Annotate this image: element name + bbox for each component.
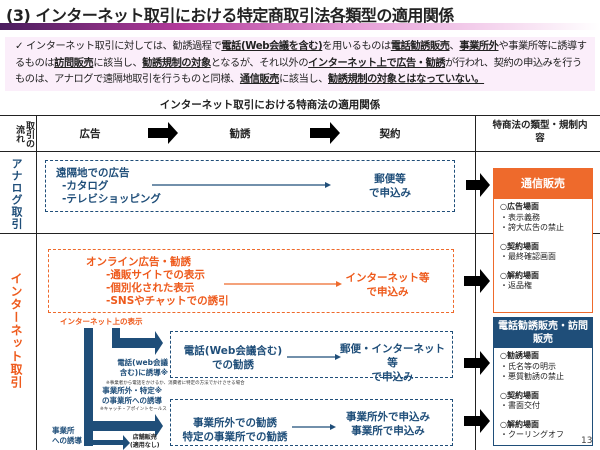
thick-guide-arrows [84,328,163,450]
office-box [170,399,453,446]
emphasis-text: 勧誘規制の対象とはなっていない。 [328,74,485,85]
to-phone-visit-arrow-icon [464,409,490,433]
header-type: 特商法の類型・規制内容 [492,120,588,144]
description-text: に該当し、 [93,57,143,69]
page-number: 13 [581,436,593,446]
section-heading: ○契約場面 [500,390,539,400]
section-item: ・悪質勧誘の禁止 [500,372,564,381]
mail-order-sections: ○広告場面・表示義務・誇大広告の禁止 ○契約場面・最終確認画面 ○解約場面・返品権 [494,199,592,295]
emphasis-text: 勧誘規制の対象 [142,57,211,69]
to-phone-visit-arrow-icon [464,351,490,375]
phone-visit-panel: 電話勧誘販売・訪問販売 ○勧誘場面・氏名等の明示・悪質勧誘の禁止 ○契約場面・書面… [493,317,593,446]
emphasis-text: 訪問販売 [54,57,94,69]
online-apply: インターネット等で申込み [345,272,430,298]
emphasis-text: 通信販売 [239,74,280,85]
description-text: や事業所等に誘導するものは [15,41,587,69]
online-box [48,249,454,313]
to-mail-order-arrow-icon [464,269,490,293]
description-text: となるが、それ以外の [210,57,309,69]
section-heading: ○解約場面 [500,419,539,429]
description-text: を用いるものは [322,41,391,52]
section-item: ・最終確認画面 [500,252,556,261]
header-ad: 広告 [79,128,101,140]
section-heading: ○勧誘場面 [500,351,539,360]
analog-apply: 郵便等で申込み [369,173,411,199]
office-solicit: 事業所外での勧誘特定の事業所での勧誘 [182,417,288,443]
header-arrow-icon [310,122,340,144]
description-text: が行われ、契約の申込みを行うものは、アナログで遠隔地取引を行うものと同様、 [15,57,582,86]
description-box: ✓インターネット取引に対しては、勧誘過程で電話(Web会議を含む)を用いるものは… [5,37,595,91]
to-mail-order-arrow-icon [466,173,490,197]
flow-arrows [148,122,490,433]
phone-visit-title: 電話勧誘販売・訪問販売 [494,318,592,348]
divider [0,151,600,152]
thin-arrows [152,182,342,430]
analog-ad: 遠隔地での広告 -カタログ -テレビショッピング [56,167,161,205]
analog-box [45,160,455,212]
phone-visit-sections: ○勧誘場面・氏名等の明示・悪質勧誘の禁止 ○契約場面・書面交付 ○解約場面・クーリン… [494,348,592,444]
analog-label: アナログ取引 [10,158,23,230]
phone-solicit: 電話(Web会議含む)での勧誘 [183,345,283,371]
online-ad: オンライン広告・勧誘 -通販サイトでの表示 -個別化された表示 -SNSやチャッ… [86,256,229,307]
emphasis-text: 事業所外 [459,41,499,52]
divider [36,115,37,450]
office-apply: 事業所外で申込み事業所で申込み [346,411,430,437]
internet-label: インターネット取引 [9,272,23,389]
check-icon: ✓ [15,41,24,52]
emphasis-text: 電話(Web会議を含む) [221,41,323,52]
diagram-subtitle: インターネット取引における特商法の適用関係 [159,99,381,111]
divider [0,115,600,116]
mail-order-title: 通信販売 [494,169,592,199]
header-solicit: 勧誘 [229,128,251,140]
section-heading: ○契約場面 [500,241,539,251]
phone-note: ※事業者から電話をかけるか、消費者に特定の方法でかけさせる場合 [106,381,245,386]
emphasis-text: 電話勧誘販売 [390,41,450,52]
phone-guide: 電話(web会議含む)に誘導※ [117,358,168,377]
header-flow: 取引の流れ [14,120,34,148]
section-item: ・氏名等の明示 [500,361,556,371]
description-text: に該当し、 [279,74,328,85]
store-sales: 店舗販売(適用なし) [130,434,160,449]
header-arrow-icon [148,122,178,144]
divider [0,233,600,234]
description-text: 、 [449,41,460,52]
section-heading: ○広告場面 [500,202,539,211]
section-item: ・クーリングオフ [500,430,564,439]
store-guide: 事業所への誘導 [52,426,82,445]
page-title: (3) インターネット取引における特定商取引法各類型の適用関係 [6,6,454,25]
section-item: ・書面交付 [500,401,540,410]
section-item: ・返品権 [500,281,532,290]
section-item: ・誇大広告の禁止 [500,223,564,232]
office-guide: 事業所外・特定※の事業所への誘導 [102,386,162,405]
section-heading: ○解約場面 [500,270,539,280]
header-contract: 契約 [379,128,401,140]
phone-apply: 郵便・インターネット等で申込み [340,343,445,383]
phone-box [170,331,453,378]
display-label: インターネット上の表示 [60,317,143,326]
description-text: インターネット取引に対しては、勧誘過程で [26,41,222,52]
section-item: ・表示義務 [500,212,540,222]
title-underline-gradient [0,23,600,30]
mail-order-panel: 通信販売 ○広告場面・表示義務・誇大広告の禁止 ○契約場面・最終確認画面 ○解約場面… [493,168,593,313]
office-note: ※キャッチ・アポイントセールス [100,407,167,412]
emphasis-text: インターネット上で広告・勧誘 [308,57,446,69]
